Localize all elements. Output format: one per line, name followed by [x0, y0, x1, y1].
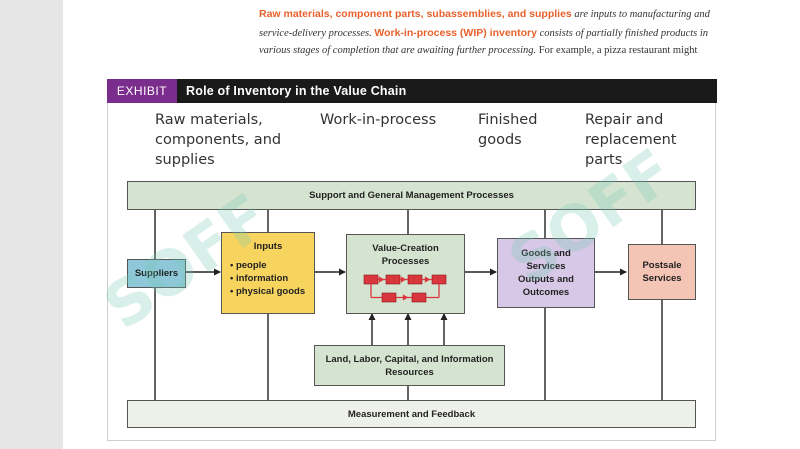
inputs-item-people: • people: [230, 260, 267, 271]
resources-box: Land, Labor, Capital, and Information Re…: [314, 345, 505, 386]
measurement-feedback-label: Measurement and Feedback: [347, 408, 476, 420]
inputs-title: Inputs: [253, 241, 283, 252]
exhibit-header-bar: [107, 79, 717, 103]
paragraph-text: For example, a pizza restaurant might: [538, 45, 698, 56]
page-margin: [0, 0, 63, 449]
inputs-item-physical-goods: • physical goods: [230, 286, 306, 297]
label-work-in-process: Work-in-process: [320, 112, 437, 128]
exhibit-title: Role of Inventory in the Value Chain: [186, 84, 407, 98]
inputs-box: Inputs • people • information • physical…: [221, 232, 315, 314]
support-processes-label: Support and General Management Processes: [309, 190, 514, 201]
inputs-item-information: • information: [230, 273, 289, 284]
paragraph-line-3: various stages of completion that are aw…: [259, 45, 739, 56]
paragraph-text: consists of partially finished products …: [539, 28, 709, 39]
label-raw-materials: Raw materials, components, and supplies: [155, 112, 282, 168]
paragraph-text: service-delivery processes.: [259, 28, 372, 39]
paragraph-text: various stages of completion that are aw…: [259, 45, 537, 56]
support-processes-box: Support and General Management Processes: [127, 181, 696, 210]
measurement-feedback-box: Measurement and Feedback: [127, 400, 696, 428]
value-creation-box: Value-Creation Processes: [346, 234, 465, 314]
label-repair-parts: Repair and replacement parts: [585, 112, 677, 168]
goods-services-label: Goods and Services Outputs and Outcomes: [518, 248, 574, 298]
postsale-services-box: Postsale Services: [628, 244, 696, 300]
label-finished-goods: Finished goods: [478, 112, 538, 148]
suppliers-label: Suppliers: [134, 268, 179, 279]
value-creation-label: Value-Creation Processes: [372, 243, 439, 267]
inputs-list: • people • information • physical goods: [222, 259, 305, 298]
goods-services-box: Goods and Services Outputs and Outcomes: [497, 238, 595, 308]
paragraph-text: are inputs to manufacturing and: [574, 9, 710, 20]
process-flow-icon: [363, 274, 446, 303]
paragraph-line-1: Raw materials, component parts, subassem…: [259, 8, 739, 20]
highlight-raw-materials: Raw materials, component parts, subassem…: [259, 8, 572, 20]
resources-label: Land, Labor, Capital, and Information Re…: [325, 353, 494, 378]
exhibit-frame: [107, 103, 716, 441]
exhibit-tag: EXHIBIT 12.1: [107, 79, 177, 122]
postsale-services-label: Postsale Services: [642, 260, 682, 284]
highlight-wip: Work-in-process (WIP) inventory: [374, 27, 537, 39]
paragraph-line-2: service-delivery processes. Work-in-proc…: [259, 27, 739, 39]
suppliers-box: Suppliers: [127, 259, 186, 288]
